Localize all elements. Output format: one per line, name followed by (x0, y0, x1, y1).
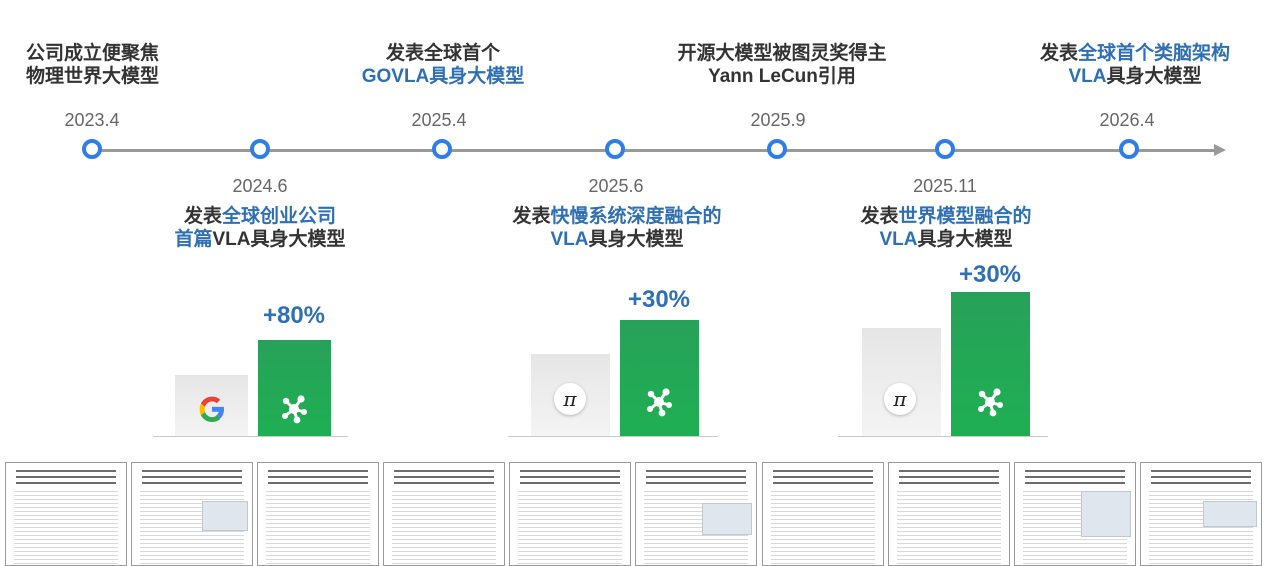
paper-figure (1081, 491, 1131, 537)
event-title-highlight: 首篇 (174, 229, 213, 250)
paper-text-block (518, 491, 622, 565)
event-title-2026-4: 发表全球首个类脑架构 VLA具身大模型 (1020, 42, 1250, 88)
event-title-line: 公司成立便聚焦 (25, 43, 159, 64)
paper-thumbnail[interactable] (509, 462, 631, 566)
event-title-2025-11: 发表世界模型融合的 VLA具身大模型 (846, 205, 1046, 251)
google-g-icon (199, 396, 224, 422)
event-title-highlight: 世界模型融合的 (898, 206, 1032, 227)
chart-baseline (153, 436, 348, 437)
axis-arrow-icon (1214, 144, 1226, 156)
paper-title-block (1025, 470, 1125, 484)
paper-thumbnail[interactable] (131, 462, 253, 566)
paper-figure (702, 503, 752, 535)
paper-text-block (14, 491, 118, 565)
event-title-text: 发表 (1039, 43, 1078, 64)
paper-thumbnail[interactable] (1140, 462, 1262, 566)
event-title-line: GOVLA具身大模型 (361, 66, 525, 87)
baseline-bar (175, 375, 248, 436)
brand-logo-icon (282, 395, 307, 424)
paper-thumbnail[interactable] (5, 462, 127, 566)
paper-thumbnail[interactable] (635, 462, 757, 566)
paper-title-block (899, 470, 999, 484)
timeline-dot (1119, 139, 1139, 159)
timeline-dot (935, 139, 955, 159)
event-title-highlight: 快慢系统深度融合的 (550, 206, 722, 227)
paper-text-block (897, 491, 1001, 565)
event-title-2024-6: 发表全球创业公司 首篇VLA具身大模型 (160, 205, 360, 251)
event-title-text: 具身大模型 (1106, 66, 1202, 87)
paper-title-block (394, 470, 494, 484)
paper-title-block (1151, 470, 1251, 484)
gain-label: +30% (958, 261, 1022, 288)
baseline-bar (862, 328, 941, 436)
event-title-text: 发表 (512, 206, 551, 227)
timeline-dot (605, 139, 625, 159)
event-title-2025-4: 发表全球首个 GOVLA具身大模型 (343, 42, 543, 88)
paper-thumbnail[interactable] (888, 462, 1010, 566)
gain-label: +30% (627, 286, 691, 313)
paper-title-block (142, 470, 242, 484)
event-title-text: 发表 (183, 206, 222, 227)
date-label: 2025.11 (913, 176, 977, 196)
gain-label: +80% (262, 302, 326, 329)
chart-baseline (838, 436, 1048, 437)
pi-icon: π (884, 383, 916, 415)
our-model-bar (620, 320, 699, 436)
paper-title-block (646, 470, 746, 484)
date-label: 2025.6 (588, 176, 644, 196)
paper-text-block (771, 491, 875, 565)
paper-title-block (520, 470, 620, 484)
timeline-axis (92, 149, 1216, 152)
paper-figure (202, 501, 248, 531)
paper-title-block (268, 470, 368, 484)
event-title-2025-9: 开源大模型被图灵奖得主 Yann LeCun引用 (662, 42, 902, 88)
event-title-line: 发表全球首个 (385, 43, 500, 64)
paper-thumbnail[interactable] (257, 462, 379, 566)
paper-text-block (392, 491, 496, 565)
date-label: 2024.6 (232, 176, 288, 196)
brand-logo-icon (647, 388, 672, 417)
timeline-dot (82, 139, 102, 159)
brand-logo-icon (978, 388, 1003, 417)
pi-icon: π (554, 383, 586, 415)
paper-text-block (266, 491, 370, 565)
event-title-text: 发表 (860, 206, 899, 227)
paper-figure (1203, 501, 1257, 527)
event-title-text: 具身大模型 (588, 229, 684, 250)
event-title-highlight: VLA (1068, 66, 1107, 87)
event-title-line: 开源大模型被图灵奖得主 (677, 43, 887, 64)
paper-thumbnail[interactable] (383, 462, 505, 566)
paper-title-block (773, 470, 873, 484)
date-label: 2025.4 (411, 110, 467, 130)
event-title-highlight: 全球首个类脑架构 (1078, 43, 1231, 64)
event-title-text: VLA具身大模型 (212, 229, 346, 250)
event-title-2025-6: 发表快慢系统深度融合的 VLA具身大模型 (502, 205, 732, 251)
timeline-dot (250, 139, 270, 159)
event-title-line: 物理世界大模型 (25, 66, 159, 87)
timeline-dot (432, 139, 452, 159)
timeline-dot (767, 139, 787, 159)
event-title-line: Yann LeCun引用 (708, 66, 856, 87)
event-title-text: 具身大模型 (917, 229, 1013, 250)
paper-thumbnail[interactable] (1014, 462, 1136, 566)
date-label: 2026.4 (1099, 110, 1155, 130)
event-title-2023-4: 公司成立便聚焦 物理世界大模型 (10, 42, 175, 88)
chart-baseline (508, 436, 718, 437)
paper-title-block (16, 470, 116, 484)
paper-thumbnail[interactable] (762, 462, 884, 566)
event-title-highlight: VLA (550, 229, 589, 250)
event-title-highlight: 全球创业公司 (222, 206, 337, 227)
event-title-highlight: VLA (879, 229, 918, 250)
date-label: 2025.9 (750, 110, 806, 130)
date-label: 2023.4 (64, 110, 120, 130)
